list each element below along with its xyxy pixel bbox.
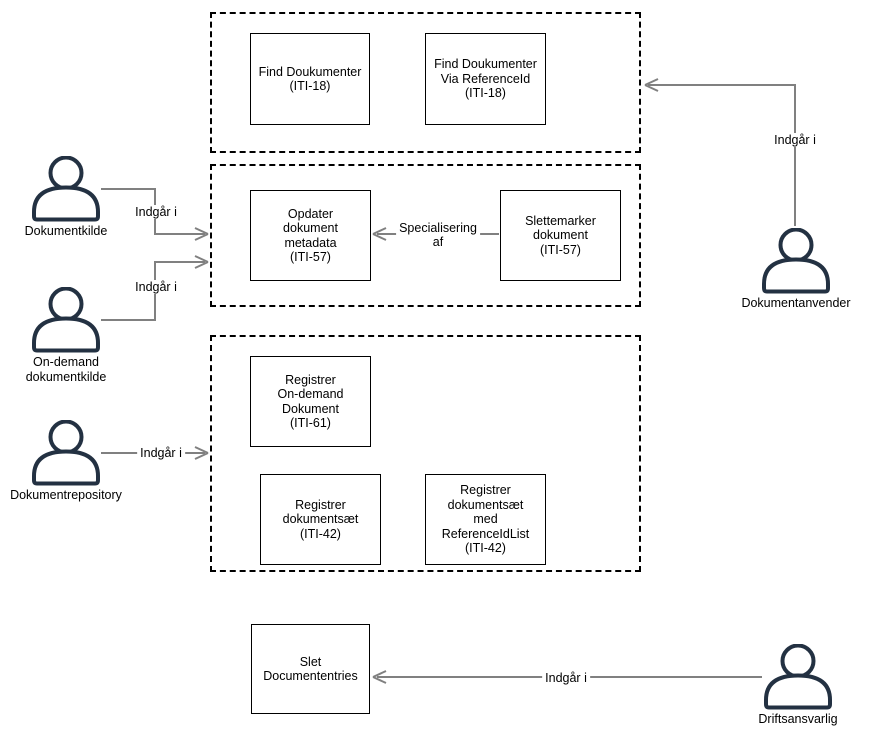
usecase-registrer-referenceidlist: Registrer dokumentsæt med ReferenceIdLis… [425, 474, 546, 565]
usecase-registrer-dokumentsaet: Registrer dokumentsæt (ITI-42) [260, 474, 381, 565]
edge-label-indgaar-i-3: Indgår i [137, 446, 185, 460]
person-icon [764, 644, 832, 710]
actor-label: Dokumentkilde [24, 224, 108, 238]
usecase-slettemarker-dokument: Slettemarker dokument (ITI-57) [500, 190, 621, 281]
usecase-find-doukumenter: Find Doukumenter (ITI-18) [250, 33, 370, 125]
actor-label: Dokumentanvender [741, 296, 851, 310]
usecase-opdater-metadata: Opdater dokument metadata (ITI-57) [250, 190, 371, 281]
edge-label-indgaar-i-4: Indgår i [771, 133, 819, 147]
actor-dokumentrepository: Dokumentrepository [6, 420, 126, 503]
group-find-dashed-box [210, 12, 641, 153]
actor-on-demand-dokumentkilde: On-demand dokumentkilde [6, 287, 126, 385]
actor-label: Dokumentrepository [10, 488, 122, 502]
actor-dokumentkilde: Dokumentkilde [6, 156, 126, 239]
edge-label-indgaar-i-2: Indgår i [132, 280, 180, 294]
person-icon [32, 287, 100, 353]
actor-dokumentanvender: Dokumentanvender [736, 228, 856, 311]
edge-label-indgaar-i-5: Indgår i [542, 671, 590, 685]
edge-label-specialisering-af: Specialisering af [396, 221, 480, 249]
actor-label: On-demand dokumentkilde [25, 355, 107, 384]
edge-label-indgaar-i-1: Indgår i [132, 205, 180, 219]
person-icon [32, 156, 100, 222]
person-icon [32, 420, 100, 486]
actor-driftsansvarlig: Driftsansvarlig [738, 644, 858, 727]
group-register-dashed-box [210, 335, 641, 572]
edge-dokumentanvender-to-group-find [644, 78, 796, 226]
usecase-find-via-referenceid: Find Doukumenter Via ReferenceId (ITI-18… [425, 33, 546, 125]
person-icon [762, 228, 830, 294]
usecase-registrer-ondemand: Registrer On-demand Dokument (ITI-61) [250, 356, 371, 447]
usecase-slet-documententries: Slet Documententries [251, 624, 370, 714]
actor-label: Driftsansvarlig [758, 712, 838, 726]
group-update-dashed-box [210, 164, 641, 307]
